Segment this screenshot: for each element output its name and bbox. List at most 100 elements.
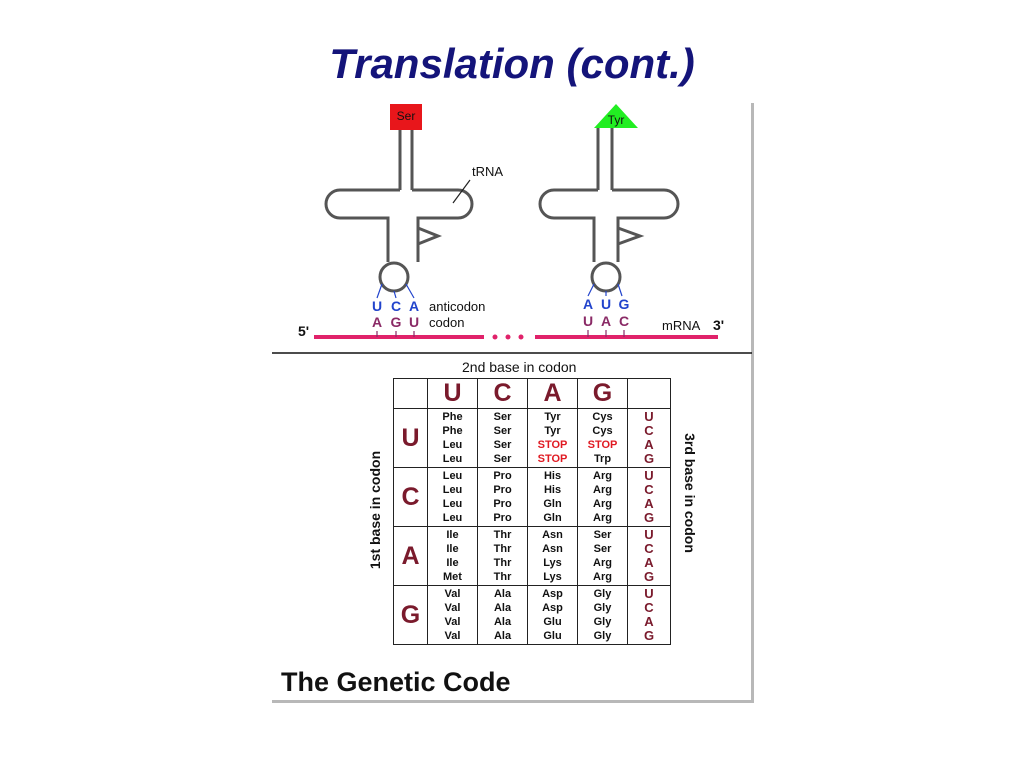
figure-frame-bottom bbox=[272, 700, 754, 703]
second-base-header: U bbox=[427, 378, 478, 409]
third-base-letter: G bbox=[643, 628, 655, 643]
amino-acid-label: Tyr bbox=[544, 425, 561, 437]
amino-acid-label: Asn bbox=[542, 543, 563, 555]
stop-codon-label: STOP bbox=[537, 439, 568, 451]
amino-acid-label: Gly bbox=[593, 616, 612, 628]
header-third-blank-cell bbox=[627, 378, 671, 409]
right-anticodon-3: G bbox=[619, 296, 630, 312]
amino-acid-label: Asn bbox=[542, 529, 563, 541]
amino-acid-label: Ala bbox=[493, 602, 512, 614]
amino-acid-label: Arg bbox=[593, 484, 612, 496]
left-codon-3: U bbox=[409, 314, 419, 330]
first-base-header: A bbox=[393, 526, 428, 586]
amino-acid-label: Asp bbox=[542, 602, 563, 614]
left-anticodon-3: A bbox=[409, 298, 419, 314]
header-corner-cell bbox=[393, 378, 428, 409]
trna-left bbox=[324, 130, 474, 293]
amino-acid-label: His bbox=[543, 484, 562, 496]
amino-acid-label: Val bbox=[444, 630, 461, 642]
amino-acid-label: Asp bbox=[542, 588, 563, 600]
amino-acid-label: Leu bbox=[442, 484, 463, 496]
amino-acid-label: Thr bbox=[493, 529, 512, 541]
second-base-header: A bbox=[527, 378, 578, 409]
figure-frame-right bbox=[751, 103, 754, 703]
amino-acid-label: Ala bbox=[493, 616, 512, 628]
amino-acid-label: Val bbox=[444, 588, 461, 600]
amino-acid-label: Pro bbox=[493, 470, 512, 482]
amino-acid-label: Gly bbox=[593, 630, 612, 642]
amino-acid-label: Phe bbox=[442, 425, 463, 437]
right-codon-1: U bbox=[583, 313, 593, 329]
left-anticodon-2: C bbox=[391, 298, 401, 314]
amino-acid-label: Pro bbox=[493, 498, 512, 510]
amino-acid-label: Ser bbox=[493, 425, 512, 437]
tyr-label: Tyr bbox=[608, 113, 625, 127]
third-base-letter: A bbox=[644, 437, 654, 452]
amino-acid-label: Ser bbox=[493, 453, 512, 465]
amino-acid-label: Ala bbox=[493, 588, 512, 600]
second-base-label: 2nd base in codon bbox=[462, 359, 577, 375]
amino-acid-label: Leu bbox=[442, 512, 463, 524]
trna-label: tRNA bbox=[472, 164, 503, 179]
amino-acid-label: Thr bbox=[493, 543, 512, 555]
third-base-letter: U bbox=[644, 586, 654, 601]
left-anticodon-1: U bbox=[372, 298, 382, 314]
amino-acid-label: Ser bbox=[493, 439, 512, 451]
amino-acid-label: His bbox=[543, 470, 562, 482]
third-base-letter: G bbox=[643, 451, 655, 466]
right-codon-2: A bbox=[601, 313, 611, 329]
slide-title: Translation (cont.) bbox=[329, 40, 695, 87]
amino-acid-label: Arg bbox=[593, 498, 612, 510]
amino-acid-label: Gly bbox=[593, 602, 612, 614]
ser-box bbox=[390, 104, 422, 130]
trna-right bbox=[538, 128, 680, 293]
left-codon-1: A bbox=[372, 314, 382, 330]
amino-acid-label: Ile bbox=[446, 543, 459, 555]
amino-acid-label: Leu bbox=[442, 453, 463, 465]
amino-acid-label: Gly bbox=[593, 588, 612, 600]
third-base-label: 3rd base in codon bbox=[682, 433, 698, 553]
third-base-letter: C bbox=[644, 423, 654, 438]
right-anticodon-1: A bbox=[583, 296, 593, 312]
five-prime-label: 5' bbox=[298, 323, 309, 339]
right-anticodon-2: U bbox=[601, 296, 611, 312]
third-base-letter: U bbox=[644, 527, 654, 542]
amino-acid-label: Leu bbox=[442, 470, 463, 482]
first-base-header: G bbox=[393, 585, 428, 645]
third-base-letter: C bbox=[644, 600, 654, 615]
first-base-header: C bbox=[393, 467, 428, 527]
amino-acid-label: Thr bbox=[493, 557, 512, 569]
ser-label: Ser bbox=[397, 109, 416, 123]
amino-acid-label: Leu bbox=[442, 439, 463, 451]
third-base-letter: A bbox=[644, 614, 654, 629]
amino-acid-label: Val bbox=[444, 602, 461, 614]
amino-acid-label: Gln bbox=[543, 512, 562, 524]
right-codon-3: C bbox=[619, 313, 629, 329]
second-base-header: G bbox=[577, 378, 628, 409]
stop-codon-label: STOP bbox=[587, 439, 618, 451]
amino-acid-label: Glu bbox=[543, 630, 562, 642]
third-base-letter: A bbox=[644, 496, 654, 511]
amino-acid-label: Cys bbox=[592, 411, 613, 423]
third-base-letter: C bbox=[644, 541, 654, 556]
